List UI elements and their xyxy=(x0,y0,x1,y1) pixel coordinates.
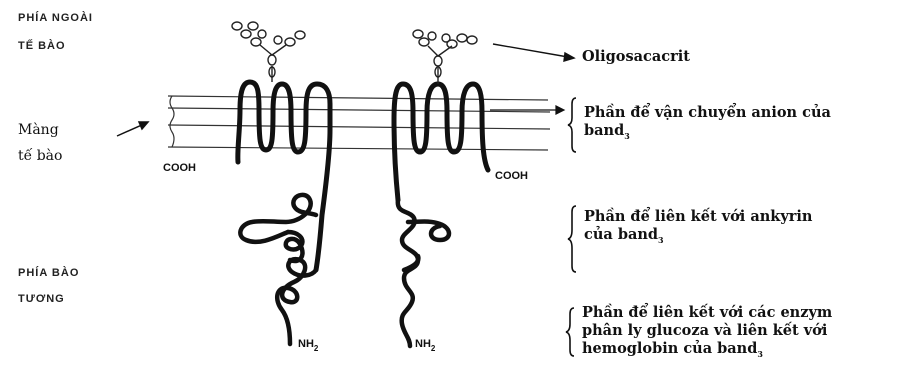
enzyme-domain-line1: Phần để liên kết với các enzym xyxy=(582,304,832,322)
nh2-left-subscript: 2 xyxy=(314,344,318,353)
ankyrin-domain-line2: của band3 xyxy=(584,226,812,245)
cooh-right-label: COOH xyxy=(495,170,528,182)
cytoplasm-label-line2: TƯƠNG xyxy=(18,293,65,305)
domain-braces xyxy=(566,98,576,356)
enzyme-domain-line3: hemoglobin của band3 xyxy=(582,340,832,359)
anion-domain-line1: Phần để vận chuyển anion của xyxy=(584,104,831,122)
cytoplasm-label-line1: PHÍA BÀO xyxy=(18,267,79,279)
outside-cell-label-line2: TẾ BÀO xyxy=(18,40,66,52)
nh2-right-base: NH xyxy=(415,338,431,350)
right-band3-protein xyxy=(394,84,488,346)
cell-membrane xyxy=(168,96,550,150)
outside-cell-label-line1: PHÍA NGOÀI xyxy=(18,12,93,24)
anion-domain-line2: band3 xyxy=(584,122,831,141)
cooh-left-label: COOH xyxy=(163,162,196,174)
membrane-line-top xyxy=(168,96,548,100)
enzyme-domain-label: Phần để liên kết với các enzym phân ly g… xyxy=(582,304,832,359)
nh2-right-subscript: 2 xyxy=(431,344,435,353)
nh2-left-label: NH2 xyxy=(298,338,318,350)
membrane-left-edge xyxy=(170,96,174,147)
membrane-label-line1: Màng xyxy=(18,122,59,138)
brace-enzyme-domain xyxy=(566,308,574,356)
enzyme-domain-line2: phân ly glucoza và liên kết với xyxy=(582,322,832,340)
left-band3-protein xyxy=(238,82,330,344)
nh2-left-base: NH xyxy=(298,338,314,350)
left-cytoplasmic-coil xyxy=(277,259,316,344)
ankyrin-domain-line1: Phần để liên kết với ankyrin xyxy=(584,208,812,226)
brace-anion-domain xyxy=(568,98,576,152)
anion-domain-label: Phần để vận chuyển anion của band3 xyxy=(584,104,831,141)
left-domain-loop-2 xyxy=(286,232,303,261)
enzyme-domain-band: hemoglobin của band xyxy=(582,340,757,357)
oligosaccharide-label: Oligosacacrit xyxy=(582,48,690,66)
ankyrin-domain-subscript: 3 xyxy=(658,235,664,245)
membrane-label-line2: tế bào xyxy=(18,148,62,164)
right-transmembrane-segment xyxy=(394,84,488,200)
membrane-line-lower-mid xyxy=(168,125,550,129)
brace-ankyrin-domain xyxy=(568,206,576,272)
ankyrin-domain-band: của band xyxy=(584,226,658,243)
membrane-arrow xyxy=(117,122,148,136)
enzyme-domain-subscript: 3 xyxy=(757,349,763,359)
right-oligosaccharide xyxy=(413,30,477,84)
membrane-line-bottom xyxy=(168,147,548,150)
anion-domain-band: band xyxy=(584,122,624,139)
anion-domain-arrow xyxy=(490,106,564,114)
nh2-right-label: NH2 xyxy=(415,338,435,350)
anion-domain-subscript: 3 xyxy=(624,131,630,141)
oligosaccharide-arrow xyxy=(493,44,574,61)
left-oligosaccharide xyxy=(232,22,305,82)
ankyrin-domain-label: Phần để liên kết với ankyrin của band3 xyxy=(584,208,812,245)
left-domain-loop-1 xyxy=(240,195,316,242)
